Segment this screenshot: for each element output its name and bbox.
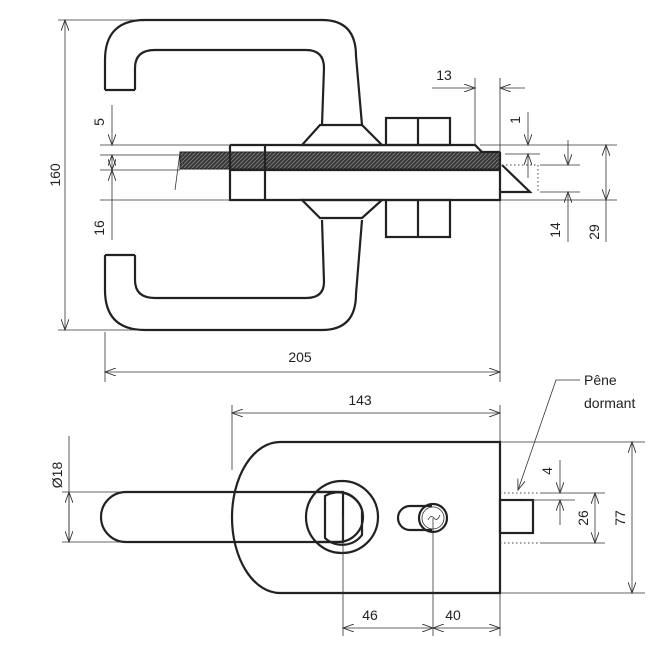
dim-205: 205 <box>288 349 312 365</box>
dim-77: 77 <box>612 510 628 526</box>
dim-5: 5 <box>91 118 107 126</box>
dim-143: 143 <box>348 392 372 408</box>
dim-4: 4 <box>539 467 555 475</box>
dim-40: 40 <box>445 607 461 623</box>
dim-26: 26 <box>575 510 591 526</box>
dim-160: 160 <box>47 163 63 187</box>
rose-upper <box>299 123 385 147</box>
cylinder-slot <box>396 504 432 532</box>
handle-upper <box>103 18 364 126</box>
dim-1: 1 <box>507 116 523 124</box>
dim-46: 46 <box>362 607 378 623</box>
lock-body <box>230 440 502 595</box>
callout-pene: Pêne <box>584 372 617 388</box>
dim-29: 29 <box>586 224 602 240</box>
dim-14: 14 <box>547 222 563 238</box>
dim-16: 16 <box>91 220 107 236</box>
callout-dormant: dormant <box>584 395 635 411</box>
top-view: 160 5 16 205 13 1 14 29 <box>47 18 617 382</box>
handle-lower <box>103 219 364 332</box>
rose-lower <box>299 198 385 220</box>
key-icon <box>427 514 441 521</box>
glass-panel <box>179 151 501 170</box>
latch <box>500 164 533 194</box>
deadbolt <box>498 498 535 535</box>
front-view: 143 Ø18 46 40 4 26 77 Pêne <box>49 372 645 636</box>
dim-diameter-18: Ø18 <box>49 462 65 489</box>
dim-13: 13 <box>436 67 452 83</box>
rose <box>304 479 380 555</box>
